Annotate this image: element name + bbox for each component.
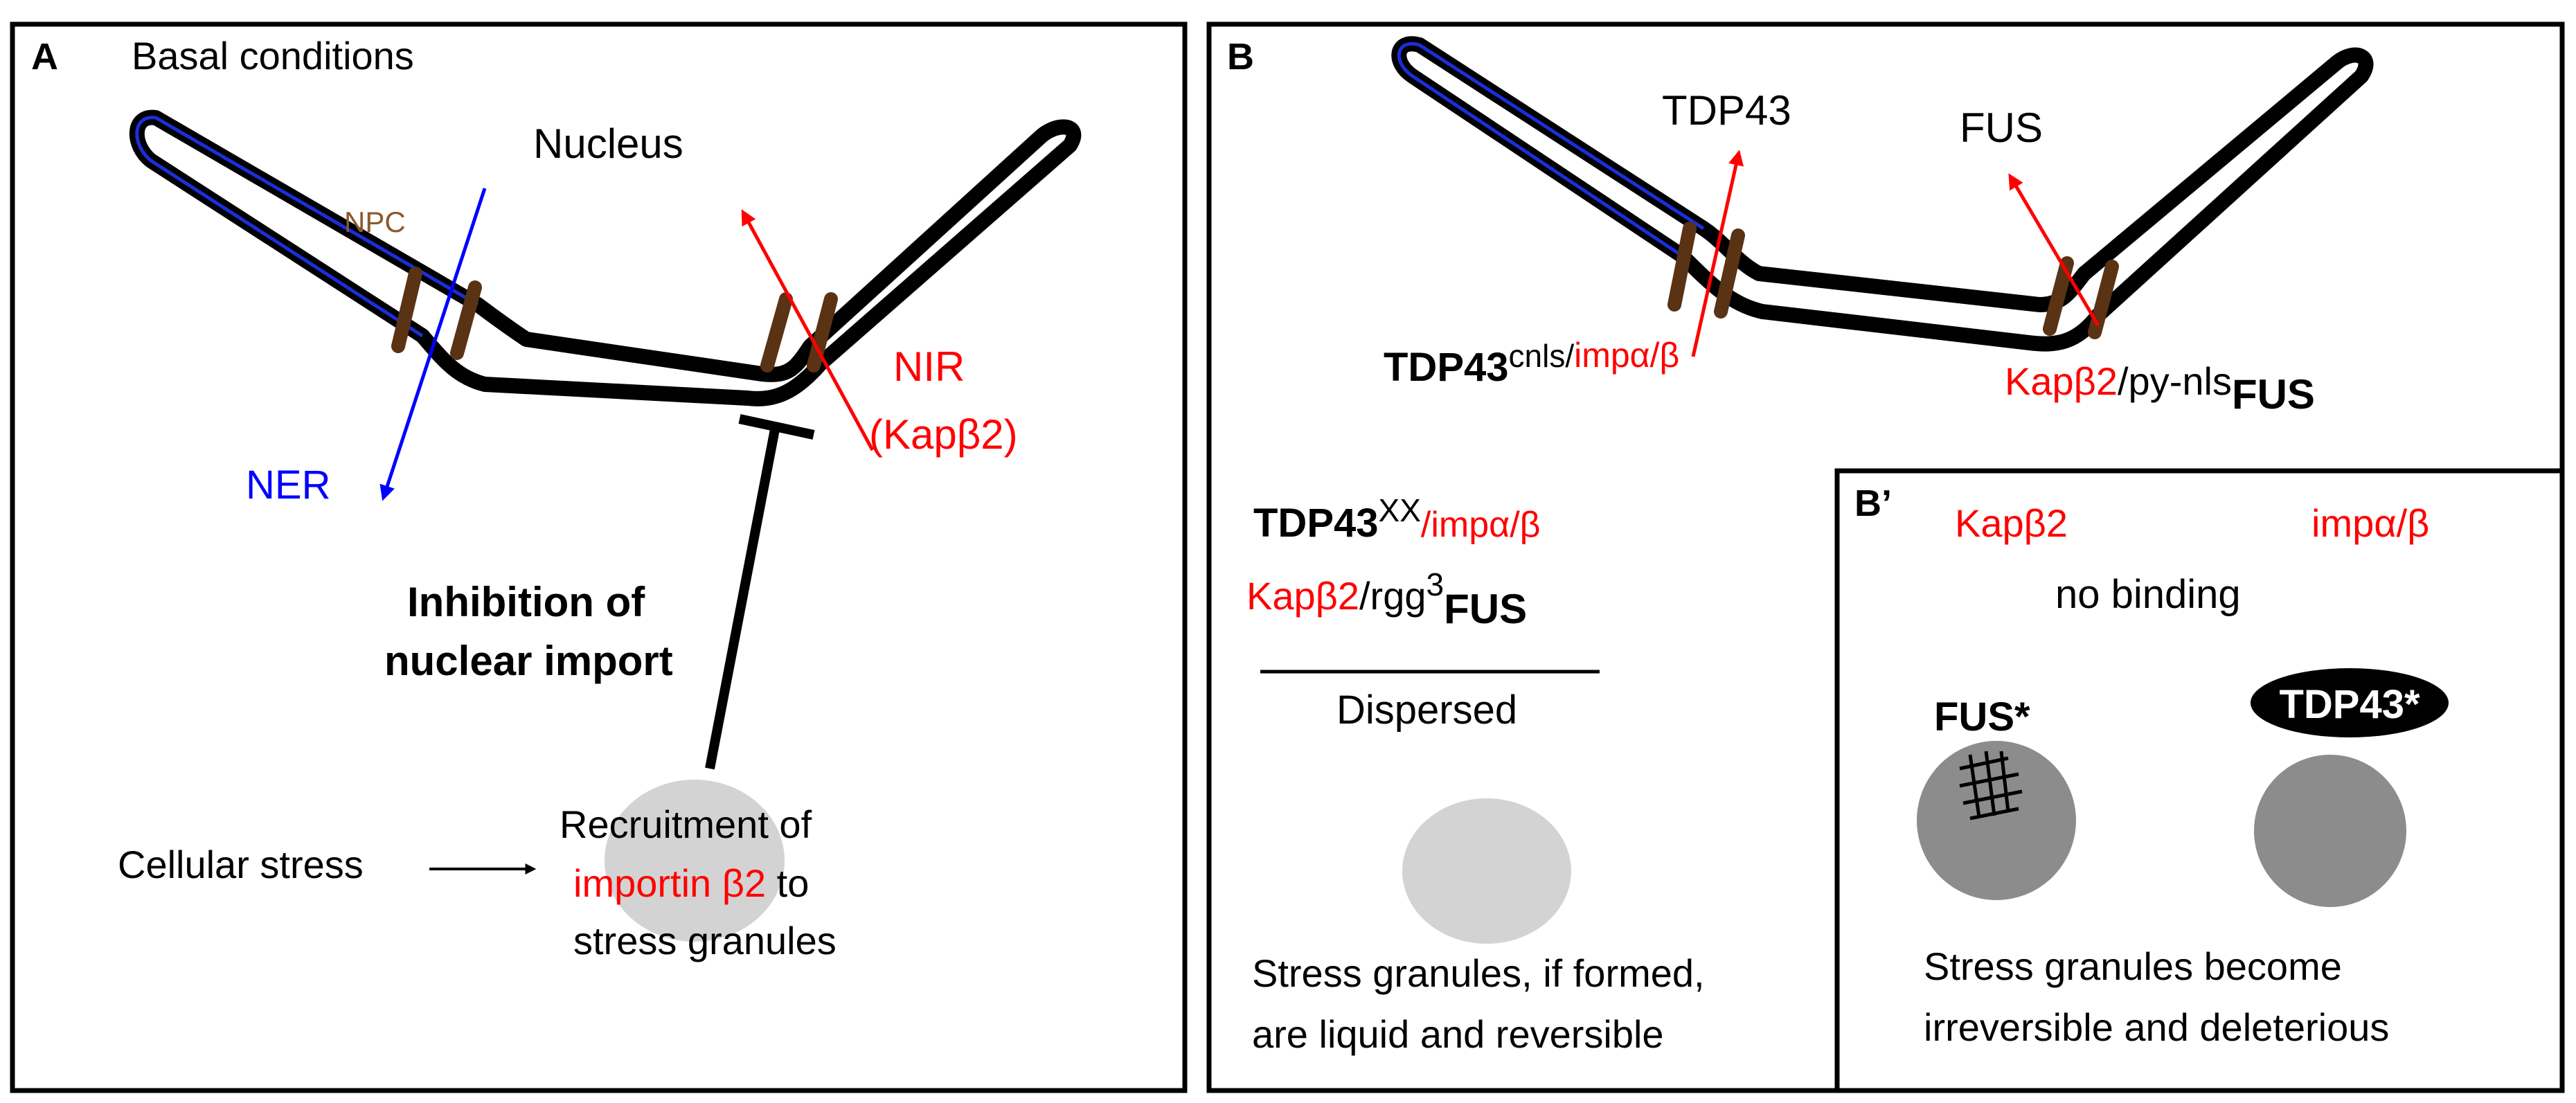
b-prime-sg-line-2: irreversible and deleterious	[1924, 1005, 2389, 1049]
nir-kap-label: (Kapβ2)	[869, 411, 1018, 458]
npc-b-right-bar-1	[2043, 256, 2074, 336]
kap-rgg-label: Kapβ2/rgg3FUS	[1246, 566, 1527, 632]
nuclear-envelope-b	[1391, 36, 2374, 352]
b-prime-sg-line-1: Stress granules become	[1924, 944, 2342, 988]
tdp43-import-arrow	[1691, 150, 1744, 357]
ner-arrow	[379, 188, 487, 501]
tdp43-top-label: TDP43	[1662, 87, 1791, 134]
npc-b-left-bar-2	[1714, 228, 1745, 319]
npc-b-left-bar-1	[1667, 222, 1697, 312]
panel-a-letter: A	[31, 36, 58, 78]
npc-label: NPC	[344, 206, 406, 238]
ner-label: NER	[246, 463, 330, 508]
no-binding-label: no binding	[2055, 572, 2241, 617]
fus-import-arrow	[2008, 173, 2100, 327]
b-prime-imp-label: impα/β	[2311, 501, 2429, 545]
inhibition-bar	[738, 414, 815, 440]
b-sg-line-2: are liquid and reversible	[1252, 1012, 1664, 1056]
stress-granule-b	[1402, 798, 1571, 944]
fus-star-label: FUS*	[1934, 694, 2030, 739]
panel-a-border	[10, 21, 1188, 1093]
fus-stress-granule	[1917, 741, 2076, 900]
recruit-line-2: importin β2 to	[573, 861, 809, 905]
panel-b-prime-letter: B’	[1854, 483, 1892, 524]
nuclear-envelope	[129, 109, 1082, 406]
tdp43-stress-granule	[2254, 755, 2406, 907]
recruit-line-1: Recruitment of	[560, 802, 812, 846]
panel-a: A Basal conditions Nucleus NPC NER NIR (…	[31, 34, 1082, 962]
tdp43xx-label: TDP43XX/impα/β	[1253, 492, 1541, 546]
npc-right-bar-2	[807, 292, 838, 373]
fus-top-label: FUS	[1960, 105, 2043, 151]
b-prime-kap-label: Kapβ2	[1955, 501, 2068, 545]
panel-b-prime: B’ Kapβ2 impα/β no binding FUS* TDP43* S…	[1854, 483, 2449, 1049]
dispersed-label: Dispersed	[1336, 688, 1517, 733]
panel-b-prime-border	[1834, 468, 2565, 1093]
tdp43-cnls-label: TDP43cnls/impα/β	[1384, 336, 1679, 390]
fus-aggregate-hatch	[1959, 751, 2023, 820]
panel-a-title: Basal conditions	[132, 34, 414, 78]
stress-granule-a	[605, 780, 785, 942]
npc-left-bar-1	[391, 267, 422, 353]
kap-pynls-label: Kapβ2/py-nlsFUS	[2005, 359, 2315, 418]
npc-right-bar-1	[760, 292, 793, 373]
nir-label: NIR	[893, 343, 965, 390]
cellular-stress-label: Cellular stress	[118, 843, 364, 886]
nucleus-label: Nucleus	[533, 120, 683, 167]
tdp43-star-label: TDP43*	[2279, 682, 2420, 727]
tdp43-star-oval	[2251, 668, 2449, 737]
npc-left-bar-2	[450, 280, 482, 360]
recruit-line-3: stress granules	[573, 919, 837, 962]
panel-b-border	[1206, 21, 2565, 1093]
inhibition-line-1: Inhibition of	[407, 579, 645, 625]
inhibition-stem	[705, 424, 780, 770]
nir-arrow	[741, 209, 875, 451]
panel-b: B TDP43 FUS TDP43cnls/impα/β Kapβ2/py-nl…	[1227, 36, 2374, 1056]
inhibition-line-2: nuclear import	[384, 638, 673, 684]
panel-b-letter: B	[1227, 36, 1254, 78]
b-sg-line-1: Stress granules, if formed,	[1252, 951, 1705, 995]
